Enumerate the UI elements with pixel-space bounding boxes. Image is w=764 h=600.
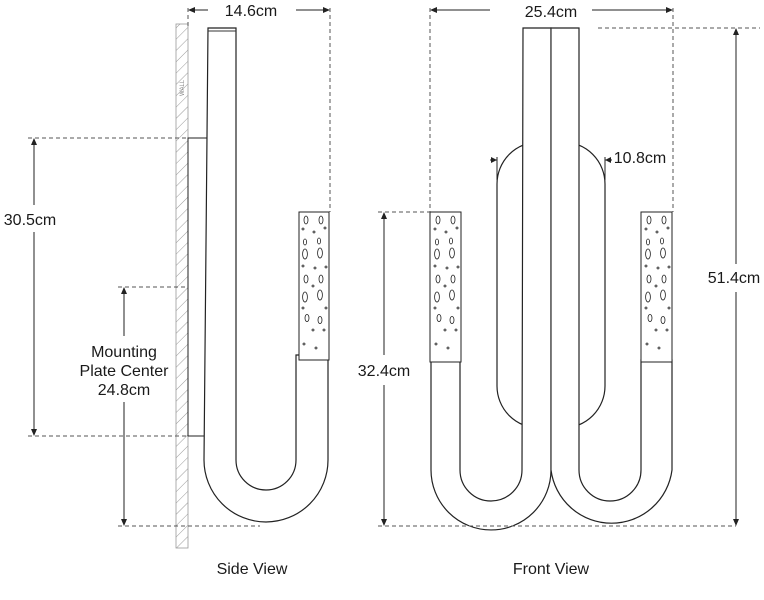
front-pad-height-label: 32.4cm xyxy=(358,363,410,380)
front-view-caption: Front View xyxy=(513,561,590,578)
mount-height-label: 30.5cm xyxy=(4,212,56,229)
front-pad-right xyxy=(640,211,673,363)
plate-center-value: 24.8cm xyxy=(98,382,150,399)
wall xyxy=(175,23,189,549)
side-pad xyxy=(298,211,330,361)
plate-center-line2: Plate Center xyxy=(80,363,170,380)
front-hook-left xyxy=(430,27,552,531)
side-hook xyxy=(203,27,329,523)
front-hook-right xyxy=(550,27,673,524)
side-depth-label: 14.6cm xyxy=(225,3,277,20)
front-view: 25.4cm 10.8cm 32.4cm 51.4cm Front View xyxy=(358,4,760,578)
front-inner-width-label: 10.8cm xyxy=(614,150,666,167)
side-view: WALL 14.6cm 30.5cm Mounting Plate Center… xyxy=(4,3,331,578)
front-width-label: 25.4cm xyxy=(525,4,577,21)
side-view-caption: Side View xyxy=(217,561,288,578)
wall-label: WALL xyxy=(180,79,186,96)
plate-center-line1: Mounting xyxy=(91,344,157,361)
front-total-height-label: 51.4cm xyxy=(708,270,760,287)
